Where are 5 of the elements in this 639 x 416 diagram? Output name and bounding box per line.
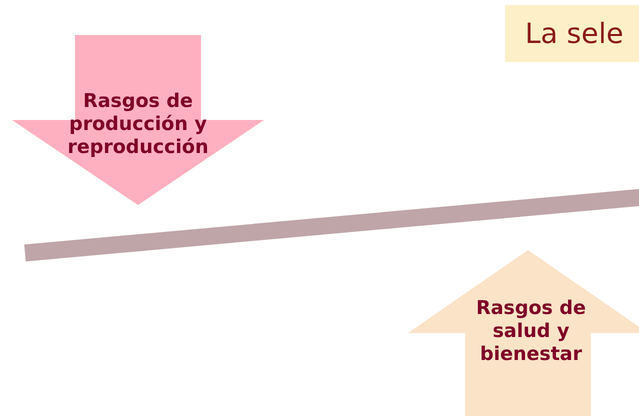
down-arrow — [12, 35, 264, 205]
arrow-label: Rasgos de salud y bienestar — [475, 297, 587, 366]
title: La sele — [505, 5, 639, 62]
up-arrow — [408, 250, 639, 416]
arrow-label: Rasgos de producción y reproducción — [66, 90, 210, 159]
